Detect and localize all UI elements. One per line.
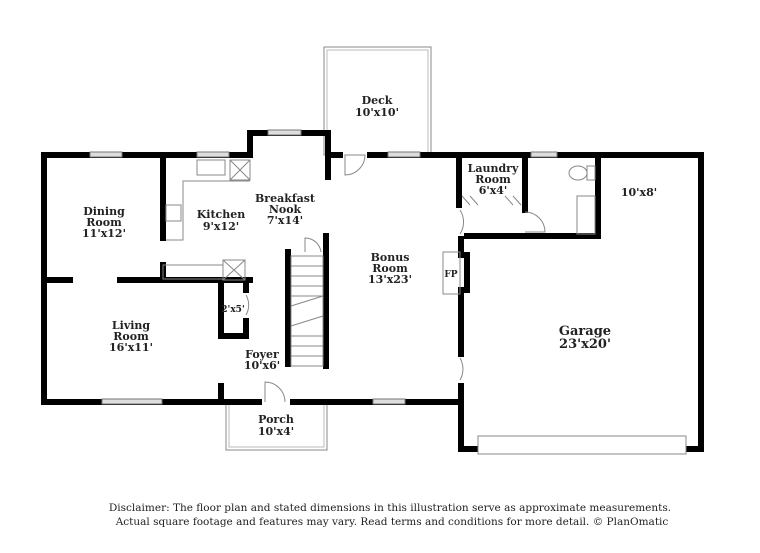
garage-name: Garage	[559, 324, 611, 339]
laundry-name2: Room	[475, 173, 511, 186]
sink	[196, 159, 226, 176]
nook-name2: Nook	[269, 203, 302, 216]
deck-dim: 10'x10'	[355, 106, 399, 119]
laundry-name1: Laundry	[468, 162, 519, 175]
garage-dim: 23'x20'	[559, 337, 611, 352]
living-name2: Room	[113, 330, 149, 343]
disclaimer-line1: Disclaimer: The floor plan and stated di…	[109, 502, 671, 514]
closet-dim: 2'x5'	[221, 305, 244, 315]
bonus-name1: Bonus	[371, 251, 410, 264]
kitchen-name: Kitchen	[197, 208, 246, 221]
fireplace	[442, 251, 461, 295]
garage-door	[477, 435, 687, 455]
dining-name1: Dining	[83, 205, 125, 218]
kitchen-dim: 9'x12'	[203, 220, 239, 233]
living-name1: Living	[112, 319, 150, 332]
foyer-dim: 10'x6'	[244, 359, 280, 372]
toilet	[568, 165, 588, 181]
nook-dim: 7'x14'	[267, 214, 303, 227]
room-labels: Deck 10'x10' Laundry Room 6'x4' 10'x8' D…	[82, 94, 657, 438]
porch-name: Porch	[258, 413, 294, 426]
living-dim: 16'x11'	[109, 341, 153, 354]
stairs	[290, 255, 324, 367]
disclaimer-line2: Actual square footage and features may v…	[115, 516, 669, 528]
bonus-name2: Room	[372, 262, 408, 275]
laundry-dim: 6'x4'	[479, 184, 508, 197]
fixtures	[162, 159, 596, 367]
stove	[165, 204, 182, 222]
doors	[243, 151, 546, 406]
vanity	[576, 195, 596, 235]
fireplace-label: FP	[444, 270, 457, 280]
porch-dim: 10'x4'	[258, 425, 294, 438]
bath-dim: 10'x8'	[621, 186, 657, 199]
nook-name1: Breakfast	[255, 192, 316, 205]
bonus-dim: 13'x23'	[368, 273, 412, 286]
dining-name2: Room	[86, 216, 122, 229]
windows	[89, 129, 687, 455]
dining-dim: 11'x12'	[82, 227, 126, 240]
foyer-name: Foyer	[245, 348, 279, 361]
deck-name: Deck	[362, 94, 393, 107]
